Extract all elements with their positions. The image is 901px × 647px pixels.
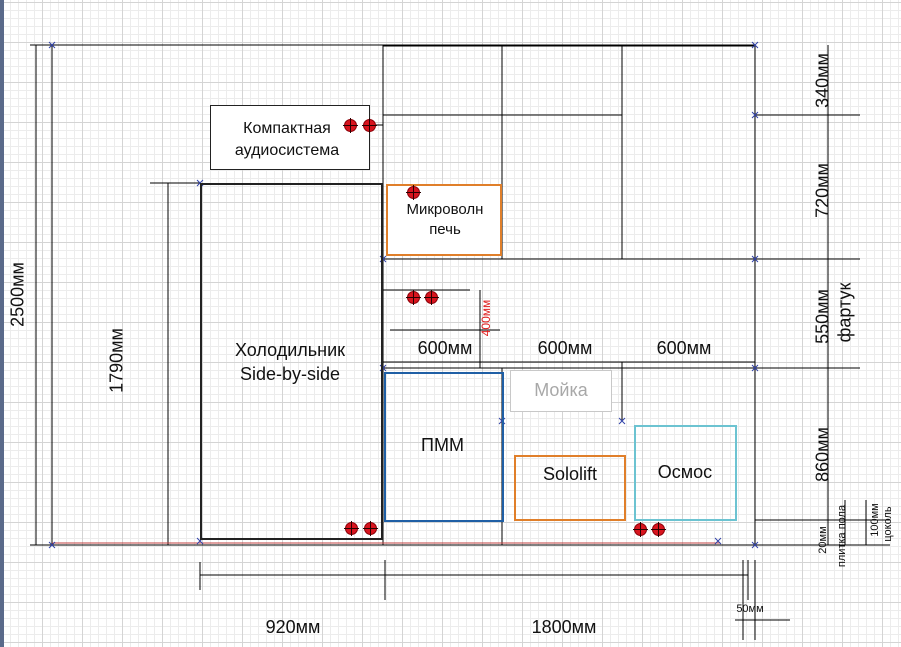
- socket-icon[interactable]: [362, 118, 377, 133]
- socket-icon[interactable]: [424, 290, 439, 305]
- dim-plinth-label: цоколь: [882, 506, 894, 542]
- dim-floor-tile: 20мм: [817, 526, 829, 554]
- socket-icon[interactable]: [633, 522, 648, 537]
- fridge-box[interactable]: [200, 183, 383, 540]
- dim-module-1: 600мм: [417, 338, 473, 358]
- dim-upper-cabinets: 720мм: [812, 163, 833, 218]
- socket-icon[interactable]: [651, 522, 666, 537]
- dim-floor-tile-label: плитка пола: [836, 504, 848, 568]
- sololift-label: Sololift: [542, 464, 598, 484]
- dim-fridge-width: 920мм: [265, 617, 321, 637]
- dim-module-3: 600мм: [656, 338, 712, 358]
- dim-backsplash: 550мм: [812, 289, 833, 344]
- osmos-box[interactable]: [634, 425, 737, 521]
- dim-plinth: 100мм: [869, 503, 881, 537]
- audio-system-label: Компактная аудиосистема: [234, 120, 340, 159]
- socket-icon[interactable]: [406, 185, 421, 200]
- dim-total-height: 2500мм: [7, 262, 28, 327]
- window-edge: [0, 0, 4, 647]
- dim-module-2: 600мм: [537, 338, 593, 358]
- sink-box[interactable]: [510, 370, 612, 412]
- socket-icon[interactable]: [363, 521, 378, 536]
- socket-icon[interactable]: [343, 118, 358, 133]
- socket-icon[interactable]: [344, 521, 359, 536]
- dim-backsplash-label: фартук: [834, 282, 855, 343]
- sololift-box[interactable]: [514, 455, 626, 521]
- dishwasher-label: ПММ: [421, 435, 464, 455]
- audio-system-box[interactable]: [210, 105, 370, 170]
- microwave-label: Микроволн печь: [406, 201, 484, 238]
- fridge-label: Холодильник Side-by-side: [234, 340, 346, 384]
- dim-socket-height: 400мм: [479, 299, 493, 337]
- osmos-label: Осмос: [657, 462, 713, 482]
- dim-upper-row: 340мм: [812, 53, 833, 108]
- dim-fridge-height: 1790мм: [106, 328, 127, 393]
- sink-label: Мойка: [534, 380, 588, 400]
- microwave-box[interactable]: [386, 184, 502, 256]
- dim-counter-width: 1800мм: [531, 617, 597, 637]
- dishwasher-box[interactable]: [384, 372, 504, 522]
- dim-gap: 50мм: [736, 603, 764, 615]
- socket-icon[interactable]: [406, 290, 421, 305]
- dim-base-cabinets: 860мм: [812, 427, 833, 482]
